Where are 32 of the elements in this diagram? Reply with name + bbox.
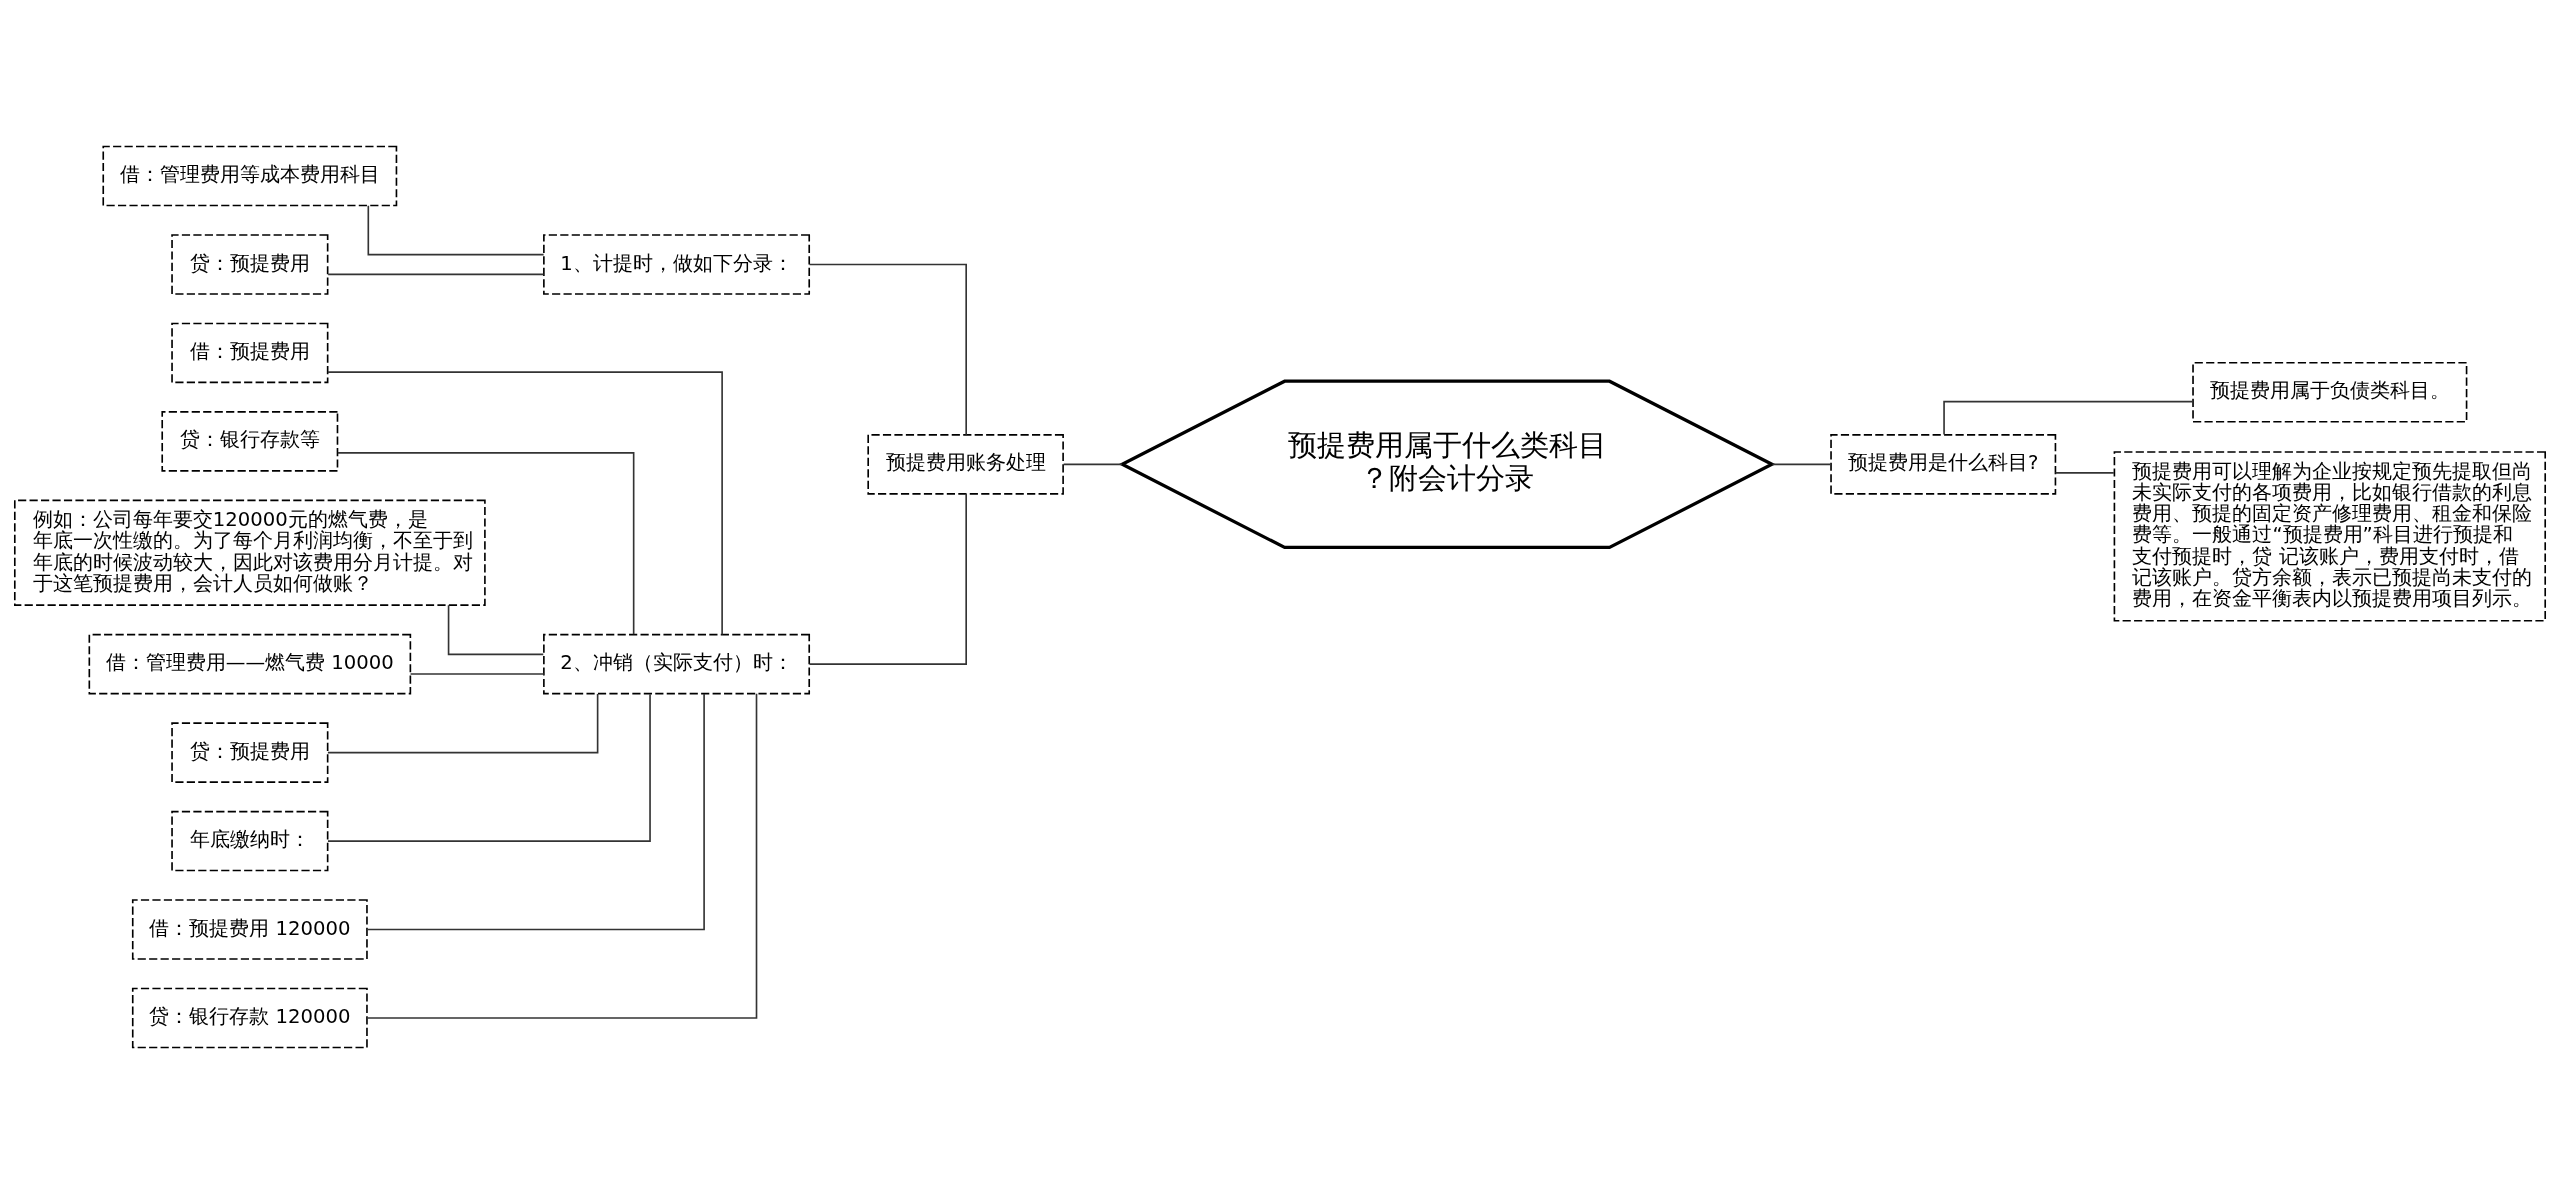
- connector: [366, 692, 758, 1019]
- connector: [808, 263, 967, 436]
- connector: [409, 672, 545, 675]
- connector: [366, 692, 705, 930]
- connector: [1943, 400, 2194, 435]
- node-box: 借：管理费用——燃气费 10000: [88, 633, 412, 694]
- connector: [447, 604, 545, 655]
- connector: [327, 692, 651, 842]
- node-box: 贷：预提费用: [171, 721, 329, 783]
- connector: [1771, 463, 1832, 465]
- node-box: 借：预提费用 120000: [131, 898, 368, 960]
- connector: [1062, 463, 1123, 465]
- node-box: 1、计提时，做如下分录：: [543, 233, 811, 295]
- node-box: 预提费用属于负债类科目。: [2192, 361, 2468, 423]
- node-box: 年底缴纳时：: [171, 810, 329, 871]
- connector: [2054, 471, 2115, 474]
- node-box: 例如：公司每年要交120000元的燃气费，是年底一次性缴的。为了每个月利润均衡，不至于到年底的时候波动较大，因此对该费用分月计提。对于这笔预提费用，会计人员如何做账？: [14, 499, 486, 606]
- connector: [808, 492, 967, 665]
- node-box: 贷：银行存款等: [161, 410, 339, 472]
- node-box: 2、冲销（实际支付）时：: [543, 633, 811, 694]
- node-box: 借：管理费用等成本费用科目: [102, 145, 398, 206]
- node-box: 贷：银行存款 120000: [131, 987, 368, 1048]
- node-box: 预提费用是什么科目?: [1830, 433, 2057, 495]
- connector: [367, 204, 545, 255]
- node-box: 预提费用可以理解为企业按规定预先提取但尚未实际支付的各项费用，比如银行借款的利息费用、预提的固定资产修理费用、租金和保险费等。一般通过“预提费用”科目进行预提和支付预提时，贷 记该账户，费用支付时，借记该账户。贷方余额，表示已预提尚未支付的费用，在资金平衡表内以预提费用项目列示。: [2113, 450, 2546, 622]
- connector: [327, 370, 723, 635]
- node-box: 借：预提费用: [171, 322, 329, 383]
- connector: [337, 451, 635, 635]
- node-box: 贷：预提费用: [171, 233, 329, 295]
- node-box: 预提费用账务处理: [867, 433, 1064, 495]
- connector: [327, 273, 545, 275]
- connector: [327, 692, 599, 753]
